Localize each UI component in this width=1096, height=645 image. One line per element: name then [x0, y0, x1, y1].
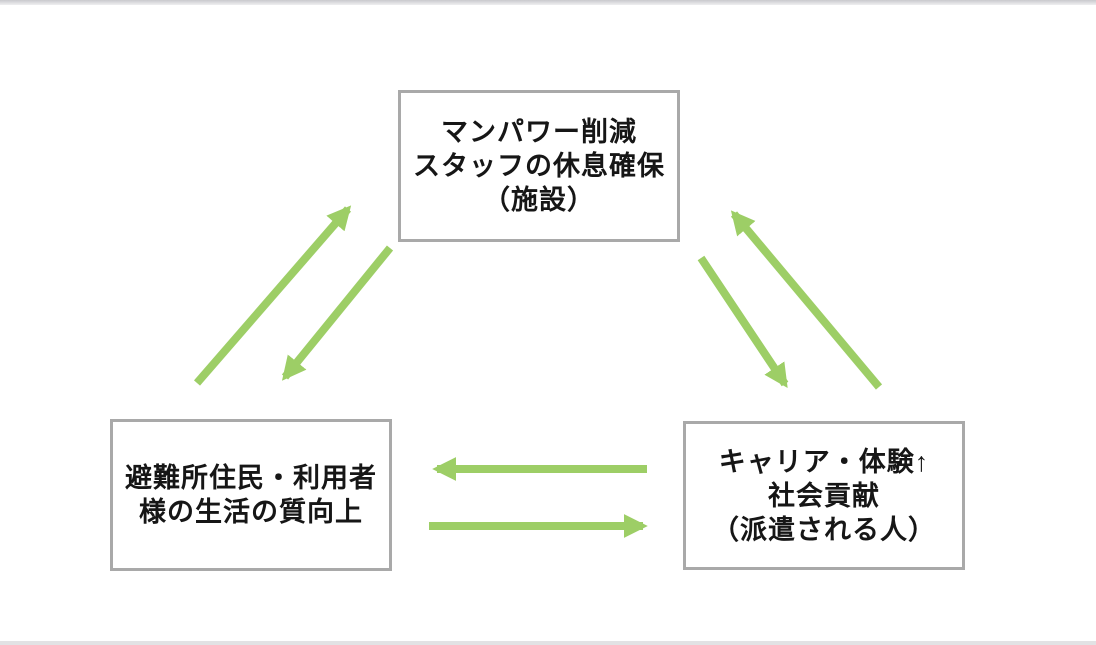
arrow-facility-to-dispatched	[697, 255, 789, 388]
node-facility-line-2: スタッフの休息確保	[413, 151, 665, 181]
arrow-residents-to-facility	[193, 205, 352, 386]
slide-top-edge	[0, 0, 1096, 5]
node-residents-line-1: 避難所住民・利用者	[125, 463, 377, 493]
slide-bottom-edge	[0, 641, 1096, 645]
node-facility: マンパワー削減 スタッフの休息確保 （施設）	[398, 90, 680, 242]
arrow-facility-to-residents	[281, 245, 394, 381]
arrow-dispatched-to-facility	[730, 210, 883, 390]
node-dispatched: キャリア・体験↑ 社会貢献 （派遣される人）	[683, 421, 965, 570]
node-residents-line-2: 様の生活の質向上	[139, 497, 363, 527]
node-dispatched-line-3: （派遣される人）	[712, 514, 936, 545]
node-residents: 避難所住民・利用者 様の生活の質向上	[110, 419, 392, 571]
node-dispatched-line-1: キャリア・体験↑	[718, 446, 930, 477]
node-facility-line-1: マンパワー削減	[441, 117, 637, 147]
node-dispatched-line-2: 社会貢献	[768, 480, 880, 511]
node-facility-line-3: （施設）	[483, 185, 595, 215]
